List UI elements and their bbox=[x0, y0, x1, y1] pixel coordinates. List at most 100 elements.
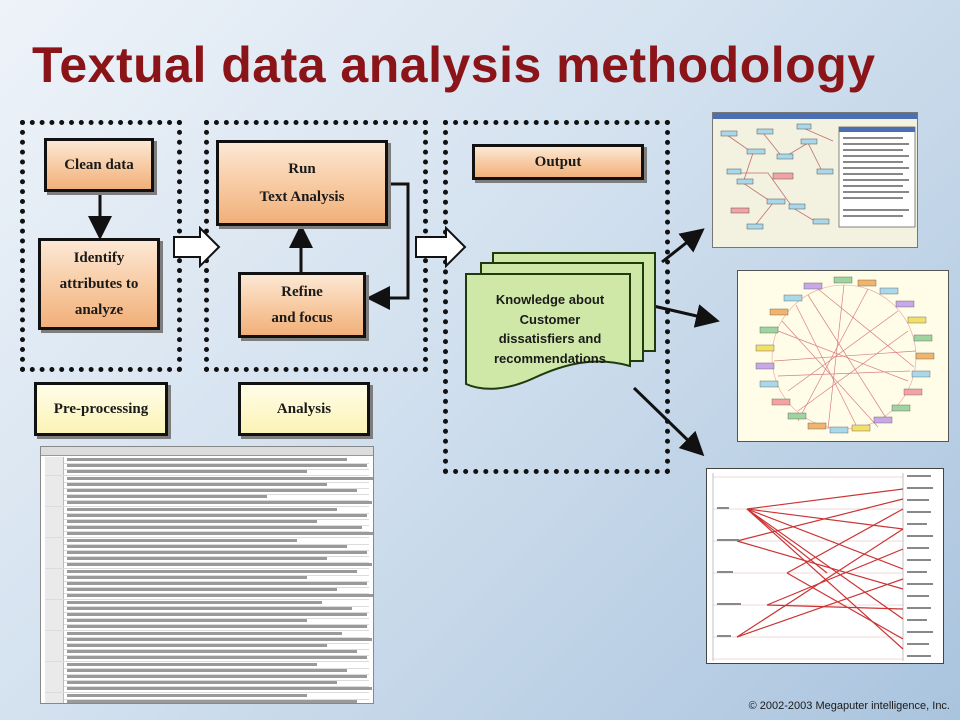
comment-cell bbox=[67, 489, 357, 492]
slide-title: Textual data analysis methodology bbox=[32, 37, 876, 93]
row-number-cell bbox=[45, 686, 64, 693]
comment-cell bbox=[67, 582, 367, 585]
table-row bbox=[45, 698, 369, 703]
row-number-cell bbox=[45, 494, 64, 501]
identify-line-2: attributes to bbox=[59, 275, 139, 292]
table-row bbox=[45, 674, 369, 681]
table-row bbox=[45, 506, 369, 514]
row-number-cell bbox=[45, 556, 64, 563]
table-row bbox=[45, 469, 369, 477]
row-number-cell bbox=[45, 519, 64, 525]
row-number-cell bbox=[45, 643, 64, 649]
comment-cell bbox=[67, 668, 347, 672]
run-line-1: Run bbox=[288, 160, 316, 177]
table-row bbox=[45, 630, 369, 638]
comment-cell bbox=[67, 544, 347, 548]
comment-cell bbox=[67, 600, 322, 604]
comment-cell bbox=[67, 631, 342, 635]
table-row bbox=[45, 481, 369, 489]
comment-cell bbox=[67, 575, 307, 579]
comment-cell bbox=[67, 637, 372, 641]
row-number-cell bbox=[45, 574, 64, 581]
knowledge-line-3: dissatisfiers and bbox=[498, 331, 602, 346]
comment-cell bbox=[67, 613, 367, 616]
knowledge-line-1: Knowledge about bbox=[495, 292, 605, 307]
comment-cell bbox=[67, 495, 267, 499]
table-row bbox=[45, 636, 372, 644]
output-frame bbox=[443, 120, 670, 474]
identify-attributes-box: Identify attributes to analyze bbox=[38, 238, 160, 330]
table-row bbox=[45, 605, 369, 613]
refine-line-2: and focus bbox=[271, 310, 333, 326]
comment-cell bbox=[67, 501, 372, 505]
comment-cell bbox=[67, 569, 357, 573]
row-number-cell bbox=[45, 599, 64, 606]
table-row bbox=[45, 550, 369, 557]
row-number-cell bbox=[45, 463, 64, 470]
row-number-cell bbox=[45, 667, 64, 674]
table-row bbox=[45, 543, 369, 551]
comment-cell bbox=[67, 563, 372, 567]
row-number-cell bbox=[45, 537, 64, 544]
row-number-cell bbox=[45, 512, 64, 519]
knowledge-line-4: recommendations bbox=[494, 350, 606, 366]
row-number-cell bbox=[45, 593, 64, 600]
table-row bbox=[45, 581, 369, 588]
row-number-cell bbox=[45, 469, 64, 476]
row-number-cell bbox=[45, 618, 64, 625]
analysis-label: Analysis bbox=[276, 400, 332, 417]
comment-cell bbox=[67, 507, 337, 511]
clean-data-label: Clean data bbox=[64, 157, 134, 173]
network-window-screenshot bbox=[712, 112, 918, 248]
identify-line-1: Identify bbox=[73, 249, 125, 266]
table-row bbox=[45, 612, 369, 619]
table-row bbox=[45, 661, 369, 669]
table-row bbox=[45, 686, 372, 694]
row-number-cell bbox=[45, 636, 64, 643]
comment-cell bbox=[67, 656, 367, 660]
row-number-cell bbox=[45, 630, 64, 637]
comment-cell bbox=[67, 699, 357, 703]
comment-cell bbox=[67, 513, 367, 517]
row-number-cell bbox=[45, 587, 64, 594]
refine-focus-box: Refine and focus bbox=[238, 272, 366, 338]
table-row bbox=[45, 500, 372, 508]
clean-data-box: Clean data bbox=[44, 138, 154, 192]
run-text-analysis-box: Run Text Analysis bbox=[216, 140, 388, 226]
comment-cell bbox=[67, 594, 373, 598]
table-row bbox=[45, 457, 369, 464]
row-number-cell bbox=[45, 692, 64, 699]
table-row bbox=[45, 593, 373, 601]
knowledge-document bbox=[465, 273, 631, 390]
row-number-cell bbox=[45, 543, 64, 550]
row-number-cell bbox=[45, 680, 64, 687]
table-row bbox=[45, 556, 369, 564]
row-number-cell bbox=[45, 506, 64, 513]
row-number-cell bbox=[45, 674, 64, 680]
table-row bbox=[45, 655, 369, 663]
table-row bbox=[45, 680, 369, 688]
table-row bbox=[45, 599, 369, 607]
row-number-cell bbox=[45, 481, 64, 488]
table-row bbox=[45, 463, 369, 471]
table-row bbox=[45, 519, 369, 526]
comment-cell bbox=[67, 532, 373, 536]
table-row bbox=[45, 512, 369, 520]
table-row bbox=[45, 587, 369, 595]
preprocess-to-analysis-arrow bbox=[173, 226, 221, 268]
table-row bbox=[45, 624, 369, 632]
analysis-label-box: Analysis bbox=[238, 382, 370, 436]
circle-graph-screenshot bbox=[737, 270, 949, 442]
comment-cell bbox=[67, 687, 372, 691]
comment-cell bbox=[67, 520, 317, 523]
comment-cell bbox=[67, 458, 347, 461]
table-row bbox=[45, 568, 369, 576]
knowledge-text: Knowledge about Customer dissatisfiers a… bbox=[470, 290, 630, 368]
table-row bbox=[45, 537, 369, 545]
run-line-2: Text Analysis bbox=[259, 189, 345, 205]
comment-cell bbox=[67, 588, 337, 592]
table-row bbox=[45, 643, 369, 650]
row-number-cell bbox=[45, 612, 64, 618]
comment-cell bbox=[67, 650, 357, 654]
comment-cell bbox=[67, 625, 367, 629]
